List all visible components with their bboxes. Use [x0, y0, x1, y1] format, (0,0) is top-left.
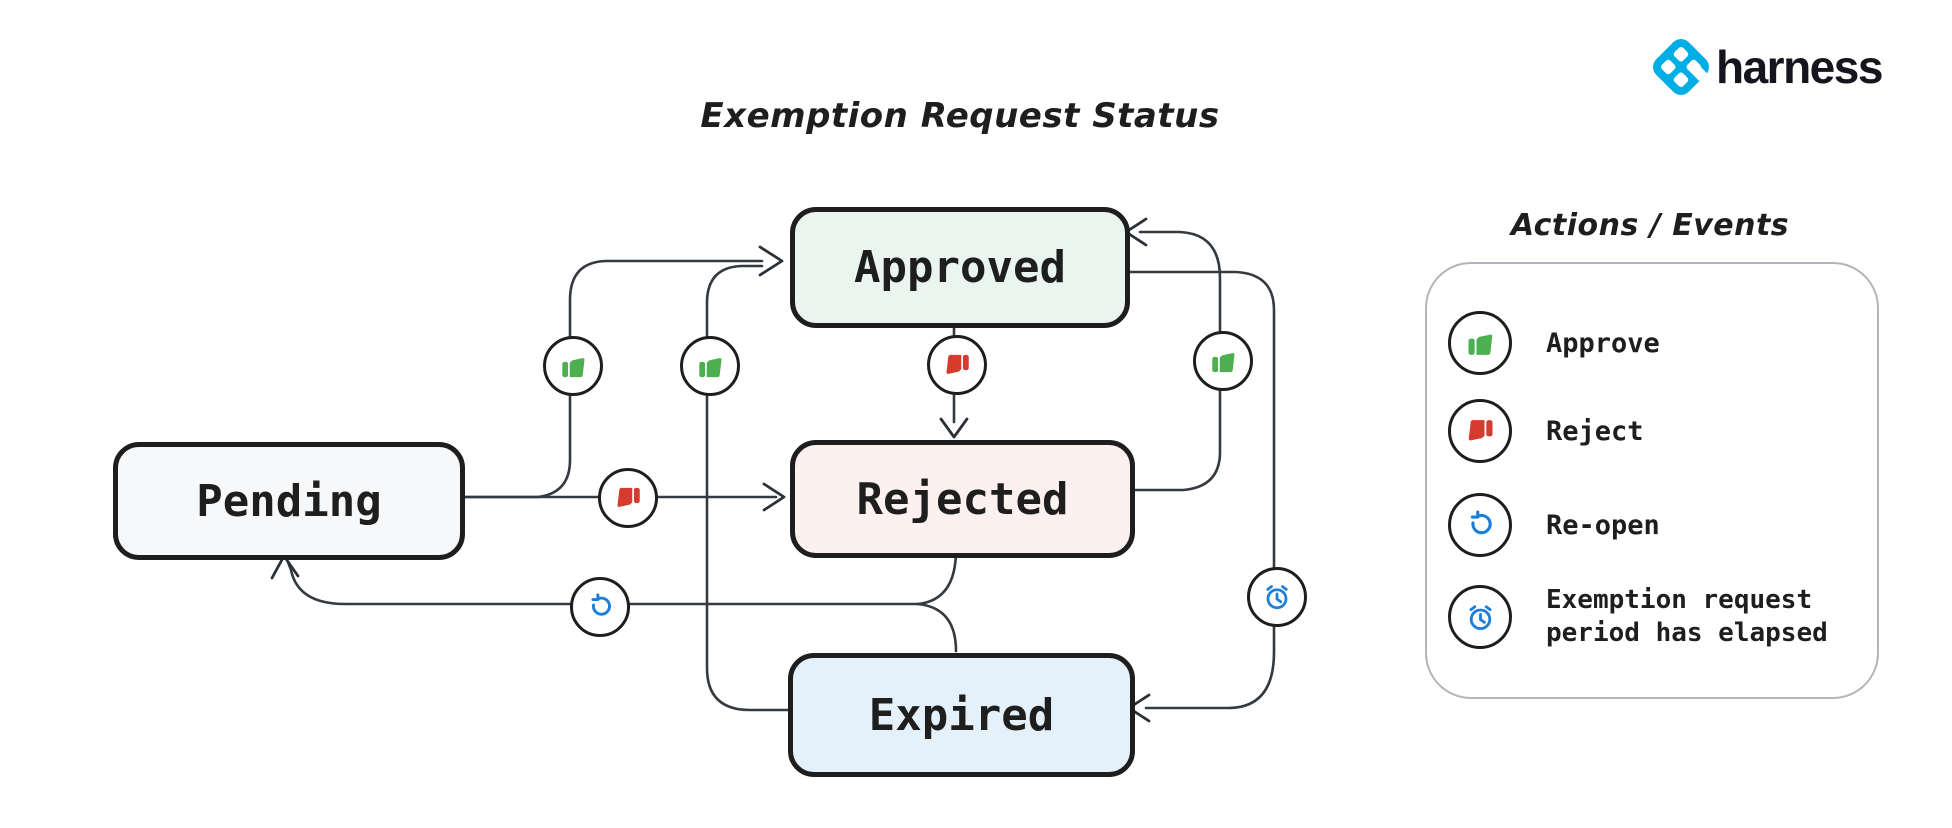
state-expired: Expired	[788, 653, 1135, 777]
thumbs-down-icon	[616, 487, 640, 507]
approve-badge-expired-approved	[680, 336, 740, 396]
thumbs-up-icon	[561, 357, 585, 377]
reopen-icon	[591, 593, 611, 616]
approve-badge-pending-approved	[543, 336, 603, 396]
harness-logo-text: harness	[1716, 41, 1883, 93]
approve-badge-rejected-approved	[1193, 331, 1253, 391]
state-approved: Approved	[790, 207, 1130, 328]
legend-item-approve: Approve	[1448, 311, 1660, 375]
legend-label: Exemption request period has elapsed	[1546, 585, 1828, 649]
harness-logo: harness	[1648, 34, 1883, 100]
alarm-badge-approved-expired	[1247, 567, 1307, 627]
legend-label: Reject	[1546, 415, 1644, 447]
thumbs-up-icon	[698, 357, 722, 377]
state-rejected: Rejected	[790, 440, 1135, 558]
thumbs-up-icon	[1467, 333, 1493, 355]
diagram-title: Exemption Request Status	[700, 96, 1220, 136]
thumbs-down-icon	[945, 354, 969, 374]
legend-item-elapsed: Exemption request period has elapsed	[1448, 584, 1876, 650]
thumbs-down-icon	[1467, 419, 1493, 441]
alarm-clock-icon	[1266, 585, 1288, 610]
reject-badge-approved-rejected	[927, 335, 987, 395]
reopen-icon	[1470, 510, 1492, 535]
legend-item-reject: Reject	[1448, 399, 1644, 463]
reopen-badge-to-pending	[570, 577, 630, 637]
state-pending: Pending	[113, 442, 465, 560]
reject-legend-circle	[1448, 399, 1512, 463]
approve-legend-circle	[1448, 311, 1512, 375]
legend-label: Re-open	[1546, 509, 1660, 541]
legend-label: Approve	[1546, 327, 1660, 359]
reject-badge-pending-rejected	[598, 468, 658, 528]
legend-title: Actions / Events	[1510, 208, 1790, 243]
alarm-clock-icon	[1469, 604, 1491, 630]
thumbs-up-icon	[1211, 352, 1235, 372]
alarm-legend-circle	[1448, 585, 1512, 650]
legend-item-reopen: Re-open	[1448, 493, 1660, 557]
reopen-legend-circle	[1448, 493, 1512, 557]
